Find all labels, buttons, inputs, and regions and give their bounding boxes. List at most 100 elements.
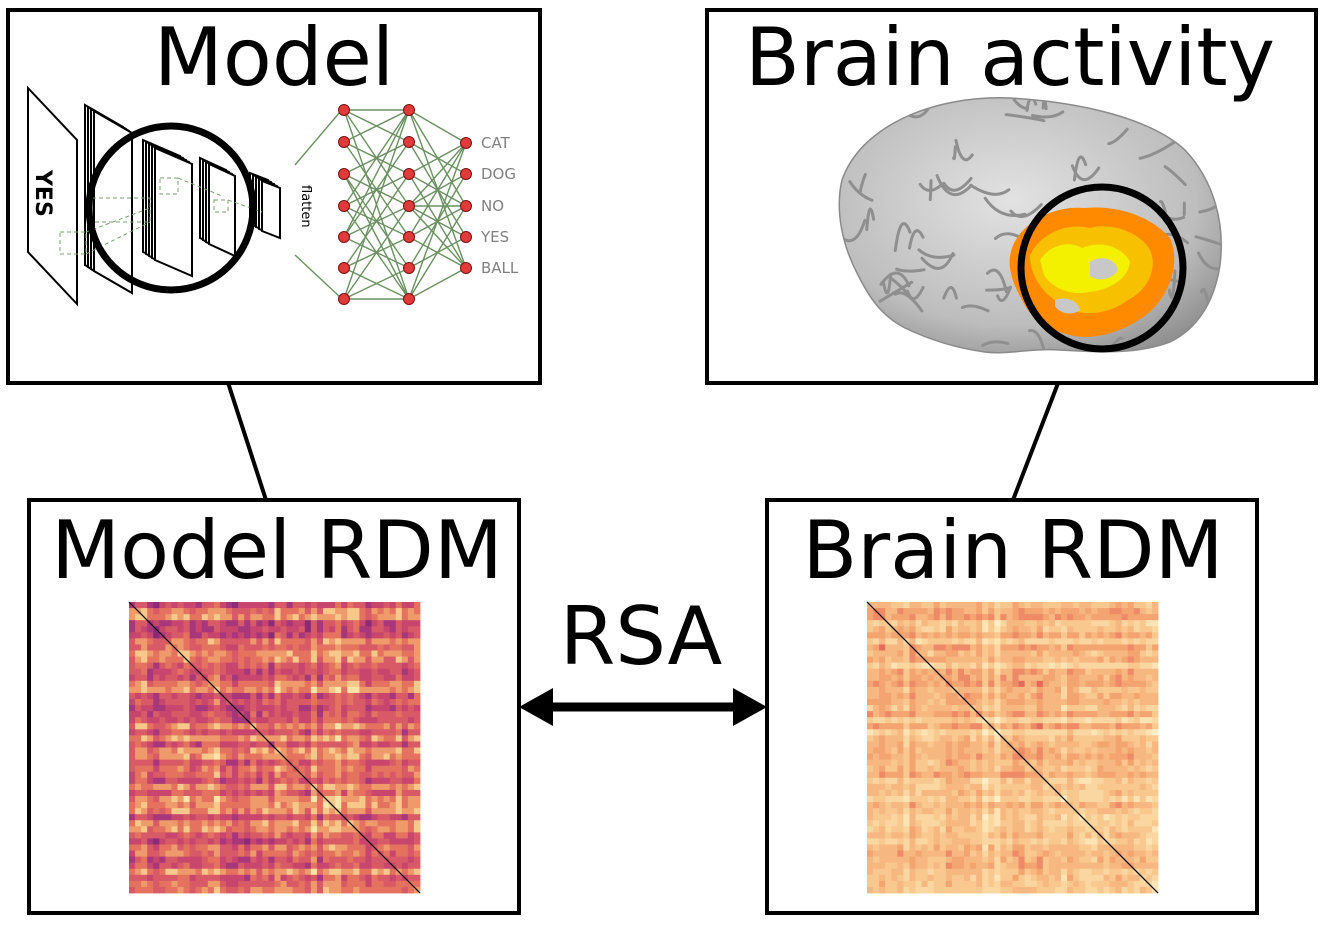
rdm-cell <box>1140 826 1146 832</box>
rdm-cell <box>220 723 226 729</box>
rdm-cell <box>897 814 903 820</box>
rdm-cell <box>1122 723 1128 729</box>
rdm-cell <box>299 705 305 711</box>
rdm-cell <box>1013 675 1019 681</box>
rdm-cell <box>988 620 994 626</box>
rdm-cell <box>202 669 208 675</box>
rdm-cell <box>208 748 214 754</box>
rdm-cell <box>1055 705 1061 711</box>
rdm-cell <box>214 675 220 681</box>
rdm-cell <box>244 711 250 717</box>
rdm-cell <box>359 614 365 620</box>
rdm-cell <box>988 675 994 681</box>
rdm-cell <box>396 602 402 608</box>
rdm-cell <box>153 857 159 863</box>
rdm-cell <box>994 717 1000 723</box>
rdm-cell <box>1103 766 1109 772</box>
rdm-cell <box>171 772 177 778</box>
rdm-cell <box>165 869 171 875</box>
rdm-cell <box>262 687 268 693</box>
rdm-cell <box>1140 820 1146 826</box>
rdm-cell <box>1031 693 1037 699</box>
rdm-cell <box>293 638 299 644</box>
rdm-cell <box>970 814 976 820</box>
rdm-cell <box>226 638 232 644</box>
rdm-cell <box>208 814 214 820</box>
rdm-cell <box>1079 869 1085 875</box>
rdm-cell <box>220 675 226 681</box>
rdm-cell <box>1091 717 1097 723</box>
rdm-cell <box>402 869 408 875</box>
rdm-cell <box>922 863 928 869</box>
rdm-cell <box>390 735 396 741</box>
rdm-cell <box>293 875 299 881</box>
rdm-cell <box>396 760 402 766</box>
rdm-cell <box>402 693 408 699</box>
rdm-cell <box>378 729 384 735</box>
rdm-cell <box>1006 778 1012 784</box>
rdm-cell <box>1061 669 1067 675</box>
rdm-cell <box>178 699 184 705</box>
rdm-cell <box>934 778 940 784</box>
rdm-cell <box>897 851 903 857</box>
rdm-cell <box>897 772 903 778</box>
rdm-cell <box>238 851 244 857</box>
rdm-cell <box>408 675 414 681</box>
rdm-cell <box>238 741 244 747</box>
rdm-cell <box>165 602 171 608</box>
rdm-cell <box>1055 699 1061 705</box>
rdm-cell <box>311 832 317 838</box>
rdm-cell <box>153 754 159 760</box>
rdm-cell <box>1006 717 1012 723</box>
rdm-cell <box>341 614 347 620</box>
rdm-cell <box>1025 826 1031 832</box>
rdm-cell <box>378 845 384 851</box>
rdm-cell <box>1031 784 1037 790</box>
rdm-cell <box>347 729 353 735</box>
rdm-cell <box>1073 754 1079 760</box>
rdm-cell <box>226 644 232 650</box>
rdm-cell <box>976 644 982 650</box>
rdm-cell <box>232 808 238 814</box>
rdm-cell <box>184 863 190 869</box>
rdm-cell <box>323 802 329 808</box>
rdm-cell <box>1049 663 1055 669</box>
rdm-cell <box>952 699 958 705</box>
rdm-cell <box>982 741 988 747</box>
rdm-cell <box>1146 717 1152 723</box>
rdm-cell <box>897 820 903 826</box>
rdm-cell <box>341 851 347 857</box>
rdm-cell <box>293 845 299 851</box>
rdm-cell <box>879 851 885 857</box>
rdm-cell <box>293 784 299 790</box>
rdm-cell <box>244 838 250 844</box>
rdm-cell <box>879 675 885 681</box>
rdm-cell <box>964 772 970 778</box>
rdm-cell <box>1037 832 1043 838</box>
rdm-cell <box>934 838 940 844</box>
rdm-cell <box>159 784 165 790</box>
rdm-cell <box>897 887 903 893</box>
rdm-cell <box>1067 881 1073 887</box>
rdm-cell <box>202 754 208 760</box>
rdm-cell <box>262 814 268 820</box>
rdm-cell <box>135 766 141 772</box>
rdm-cell <box>1152 669 1158 675</box>
rdm-cell <box>1085 887 1091 893</box>
rdm-cell <box>165 735 171 741</box>
rdm-cell <box>897 626 903 632</box>
rdm-cell <box>928 869 934 875</box>
rdm-cell <box>946 778 952 784</box>
rdm-cell <box>1031 644 1037 650</box>
rdm-cell <box>402 845 408 851</box>
rdm-cell <box>1091 741 1097 747</box>
rdm-cell <box>928 657 934 663</box>
rdm-cell <box>190 869 196 875</box>
rdm-cell <box>1146 602 1152 608</box>
rdm-cell <box>994 711 1000 717</box>
rdm-cell <box>214 705 220 711</box>
rdm-cell <box>1140 887 1146 893</box>
rdm-cell <box>1091 851 1097 857</box>
rdm-cell <box>165 717 171 723</box>
rdm-cell <box>1049 838 1055 844</box>
